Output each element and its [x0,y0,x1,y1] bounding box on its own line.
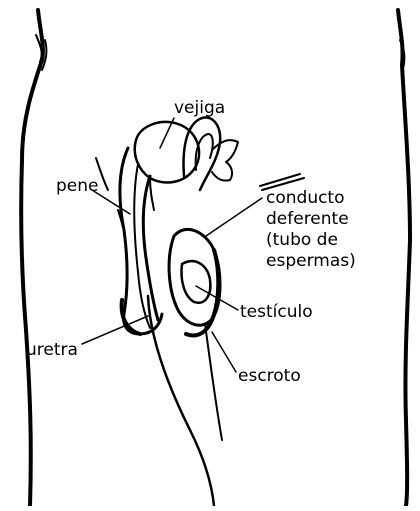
leader-conducto [206,198,262,236]
leader-uretra [82,316,148,344]
vas-deferens-coil [184,117,238,190]
scrotum [169,229,220,335]
label-escroto: escroto [238,366,301,386]
label-uretra: uretra [26,340,78,360]
label-conducto-line-1: conducto [266,188,356,209]
label-testiculo: testículo [240,302,313,322]
right-body-outline [398,10,410,506]
label-vejiga: vejiga [174,98,225,118]
label-conducto-line-3: (tubo de [266,230,356,251]
left-body-outline [21,10,46,506]
label-pene: pene [56,176,98,196]
leader-escroto [212,332,236,372]
label-conducto-deferente: conducto deferente (tubo de espermas) [266,188,356,272]
penis [120,148,162,334]
label-conducto-line-4: espermas) [266,251,356,272]
label-conducto-line-2: deferente [266,209,356,230]
